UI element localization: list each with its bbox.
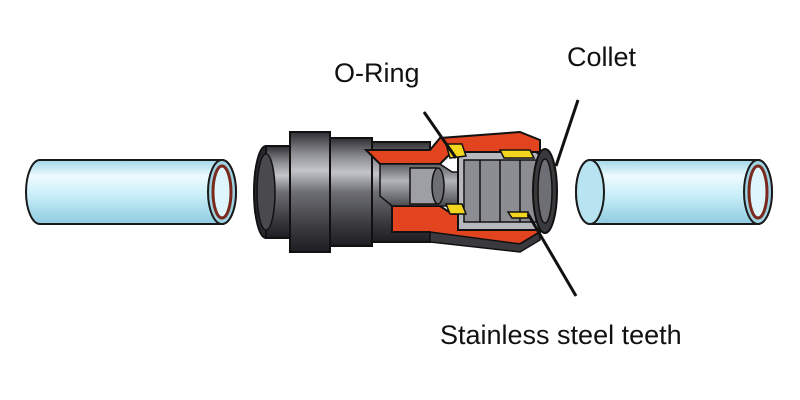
left-pipe (25, 159, 237, 225)
stainless-steel-teeth-label: Stainless steel teeth (440, 320, 682, 350)
right-pipe (575, 159, 773, 225)
teeth-leader (526, 213, 578, 297)
collet-label: Collet (567, 42, 637, 72)
oring-label: O-Ring (334, 58, 420, 88)
collet-leader (554, 99, 580, 167)
cutaway-section (363, 130, 558, 253)
leader-lines (422, 99, 580, 297)
oring-leader (422, 111, 458, 159)
